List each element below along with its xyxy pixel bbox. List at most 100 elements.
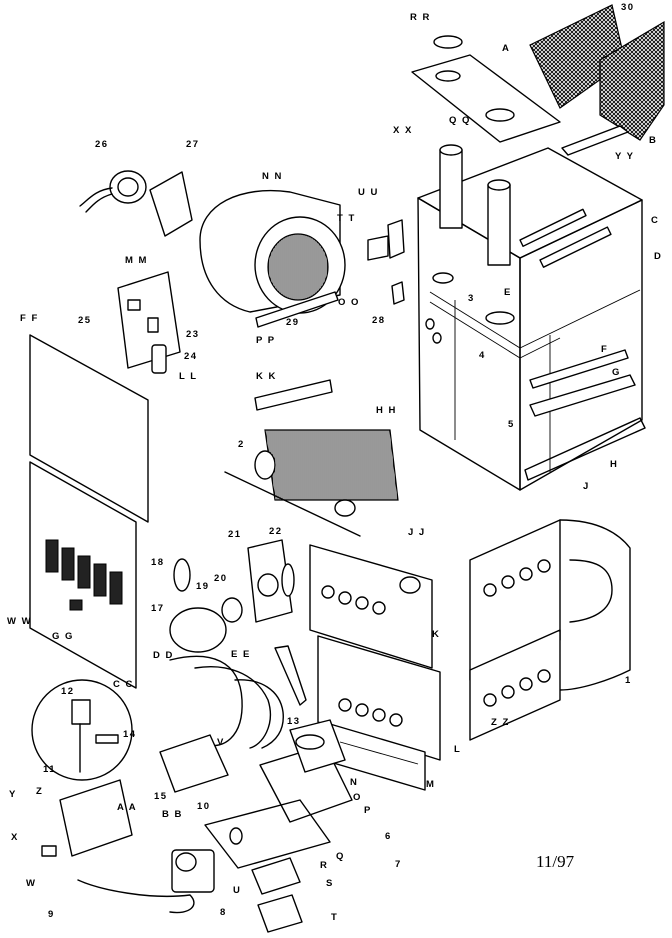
blower-housing-nn — [199, 189, 346, 328]
label-QQ: Q Q — [449, 115, 471, 126]
label-15: 15 — [154, 791, 168, 802]
label-17: 17 — [151, 603, 165, 614]
rail-d — [539, 226, 612, 268]
label-OO: O O — [338, 297, 360, 308]
cabinet — [417, 147, 646, 491]
label-18: 18 — [151, 557, 165, 568]
label-EE: E E — [231, 649, 251, 660]
label-G: G — [612, 367, 621, 378]
rail-h — [529, 374, 636, 417]
label-8: 8 — [220, 907, 227, 918]
gas-valve-8 — [59, 779, 215, 914]
label-V: V — [217, 737, 225, 748]
label-13: 13 — [287, 716, 301, 727]
top-plate-a — [411, 35, 561, 143]
label-Z: Z — [36, 786, 44, 797]
label-1: 1 — [625, 675, 632, 686]
rail-c — [519, 208, 587, 247]
label-UU: U U — [358, 187, 379, 198]
label-12: 12 — [61, 686, 75, 697]
label-14: 14 — [123, 729, 137, 740]
label-X: X — [11, 832, 19, 843]
inducer-assembly — [169, 539, 295, 653]
label-WW: W W — [7, 616, 33, 627]
label-R: R — [320, 860, 329, 871]
label-H: H — [610, 459, 619, 470]
label-PP: P P — [256, 335, 276, 346]
label-W: W — [26, 878, 37, 889]
flue-pipes — [439, 144, 511, 266]
label-25: 25 — [78, 315, 92, 326]
rail-g — [529, 349, 629, 389]
base-j — [524, 417, 646, 481]
label-NN: N N — [262, 171, 283, 182]
date-mark: 11/97 — [536, 852, 575, 871]
label-23: 23 — [186, 329, 200, 340]
label-20: 20 — [214, 573, 228, 584]
label-TT: T T — [337, 213, 356, 224]
igniter-detail — [31, 679, 133, 781]
label-10: 10 — [197, 801, 211, 812]
coil-hh — [224, 379, 399, 537]
label-3: 3 — [468, 293, 475, 304]
label-26: 26 — [95, 139, 109, 150]
label-CC: C C — [113, 679, 134, 690]
label-BB: B B — [162, 809, 183, 820]
label-JJ: J J — [408, 527, 426, 538]
label-24: 24 — [184, 351, 198, 362]
label-J: J — [583, 481, 590, 492]
heat-exchanger-1 — [469, 519, 631, 741]
label-GG: G G — [52, 631, 74, 642]
label-21: 21 — [228, 529, 242, 540]
label-11: 11 — [43, 764, 57, 775]
label-L: L — [454, 744, 462, 755]
label-YY: Y Y — [615, 151, 635, 162]
label-KK: K K — [256, 371, 277, 382]
label-U: U — [233, 885, 242, 896]
label-B: B — [649, 135, 658, 146]
label-Q: Q — [336, 851, 345, 862]
label-M: M — [426, 779, 436, 790]
burner-box — [204, 719, 353, 869]
label-N: N — [350, 777, 359, 788]
label-DD: D D — [153, 650, 174, 661]
burner-tubes — [169, 655, 284, 749]
brackets — [367, 219, 405, 305]
label-5: 5 — [508, 419, 515, 430]
label-LL: L L — [179, 371, 198, 382]
label-A: A — [502, 43, 511, 54]
panels — [309, 544, 441, 791]
label-19: 19 — [196, 581, 210, 592]
label-FF: F F — [20, 313, 39, 324]
label-F: F — [601, 344, 609, 355]
label-O: O — [353, 792, 362, 803]
label-30: 30 — [621, 2, 635, 13]
label-RR: R R — [410, 12, 431, 23]
door-ff — [29, 334, 149, 523]
label-Y: Y — [9, 789, 17, 800]
label-9: 9 — [48, 909, 55, 920]
label-T: T — [331, 912, 339, 923]
label-P: P — [364, 805, 372, 816]
label-6: 6 — [385, 831, 392, 842]
label-ZZ: Z Z — [491, 717, 510, 728]
label-HH: H H — [376, 405, 397, 416]
sensor-13 — [274, 645, 307, 706]
small-parts — [41, 827, 303, 933]
label-S: S — [326, 878, 334, 889]
label-28: 28 — [372, 315, 386, 326]
collar-ring-rr — [433, 35, 463, 49]
label-K: K — [432, 629, 441, 640]
filters-30 — [529, 4, 665, 141]
label-C: C — [651, 215, 660, 226]
blower-motor-26 — [79, 170, 193, 237]
label-E: E — [504, 287, 512, 298]
rail-b — [561, 125, 629, 156]
label-27: 27 — [186, 139, 200, 150]
panel-aa — [59, 779, 133, 857]
label-4: 4 — [479, 350, 486, 361]
manifold-v — [159, 734, 229, 793]
label-MM: M M — [125, 255, 148, 266]
